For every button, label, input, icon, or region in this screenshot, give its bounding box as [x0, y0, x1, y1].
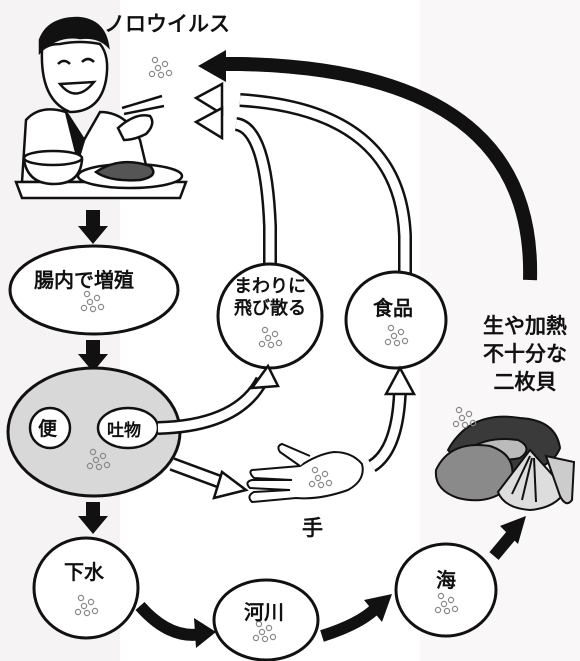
- down-arrow: [78, 210, 108, 244]
- sewage-to-river-arrow: [135, 601, 204, 641]
- man-eating-figure: [14, 16, 188, 200]
- down-arrow: [78, 502, 108, 534]
- arrowhead: [383, 365, 417, 396]
- virus-dots: [148, 56, 173, 79]
- scatter-label: まわりに 飛び散る: [234, 276, 306, 319]
- down-arrow: [78, 340, 108, 372]
- excreta-to-hand-arrow: [170, 459, 228, 489]
- river-to-sea-arrow: [320, 603, 381, 642]
- arrowhead: [500, 516, 526, 544]
- shellfish-label: 生や加熱 不十分な 二枚貝: [483, 314, 567, 394]
- arrowhead: [193, 81, 224, 117]
- hand-label: 手: [302, 516, 323, 540]
- sea-label: 海: [436, 568, 456, 592]
- scatter-to-human-arrow: [234, 119, 275, 268]
- arrowhead: [194, 618, 216, 648]
- arrowhead: [193, 105, 224, 141]
- sewage-label: 下水: [64, 560, 104, 584]
- diagram-title: ノロウイルス: [104, 12, 230, 36]
- food-oval: [344, 270, 448, 370]
- sewage-circle: [32, 536, 140, 640]
- arrowhead: [364, 594, 392, 622]
- hand-to-food-arrow: [369, 389, 405, 470]
- feces-label: 便: [38, 418, 58, 440]
- arrowhead: [249, 363, 280, 390]
- sea-circle: [394, 542, 498, 638]
- vomit-label: 吐物: [107, 421, 141, 441]
- intestine-label: 腸内で増殖: [34, 268, 134, 292]
- shellfish-to-human-arrow: [218, 57, 538, 281]
- river-label: 河川: [244, 600, 284, 624]
- intestine-oval: [8, 244, 180, 336]
- feces-circle: [28, 406, 72, 450]
- arrowhead: [212, 469, 249, 500]
- food-label: 食品: [373, 296, 413, 320]
- oyster-shell-icon: [434, 415, 576, 512]
- vomit-to-scatter-arrow: [157, 377, 266, 433]
- hand-icon: [246, 442, 364, 504]
- arrowhead: [198, 50, 226, 82]
- river-circle: [212, 578, 320, 661]
- food-to-human-arrow: [239, 95, 410, 290]
